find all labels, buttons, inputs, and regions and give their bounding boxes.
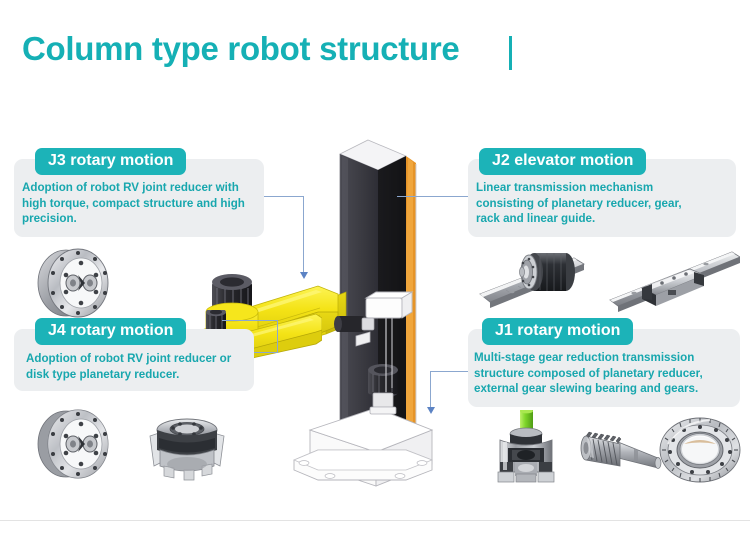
photo-disk-planetary-reducer (140, 408, 236, 484)
leader-line-j1-horizontal (430, 371, 468, 372)
leader-line-j3-horizontal (262, 196, 304, 197)
leader-arrow-j3 (300, 272, 308, 279)
page-title: Column type robot structure (22, 30, 460, 67)
callout-j4-body: Adoption of robot RV joint reducer or di… (26, 352, 232, 381)
title-caret (509, 36, 512, 70)
callout-j4-heading: J4 rotary motion (35, 318, 187, 346)
callout-j1-heading: J1 rotary motion (482, 318, 634, 346)
leader-line-j4-vertical (277, 320, 278, 353)
callout-j2-body: Linear transmission mechanism consisting… (476, 181, 682, 225)
photo-planetary-reducer-green-shaft (492, 410, 562, 486)
photo-rv-reducer-j3 (26, 245, 122, 321)
photo-linear-guide-rail (608, 248, 740, 312)
leader-arrow-j1 (427, 407, 435, 414)
callout-j1-body: Multi-stage gear reduction transmission … (474, 351, 703, 395)
leader-line-j4-top (222, 320, 278, 321)
bottom-divider (0, 520, 750, 521)
leader-line-j3-vertical (303, 196, 304, 274)
photo-gear-rack-planetary-reducer (478, 248, 594, 312)
leader-line-j1-vertical (430, 371, 431, 409)
callout-j2-heading: J2 elevator motion (479, 148, 647, 176)
photo-slewing-bearing-ring (658, 410, 742, 488)
leader-line-j2-horizontal (397, 196, 468, 197)
callout-j3-heading: J3 rotary motion (35, 148, 187, 176)
photo-rv-reducer-j4 (26, 406, 122, 482)
photo-pinion-gear-shaft (578, 414, 664, 484)
callout-j3-body: Adoption of robot RV joint reducer with … (22, 181, 245, 225)
